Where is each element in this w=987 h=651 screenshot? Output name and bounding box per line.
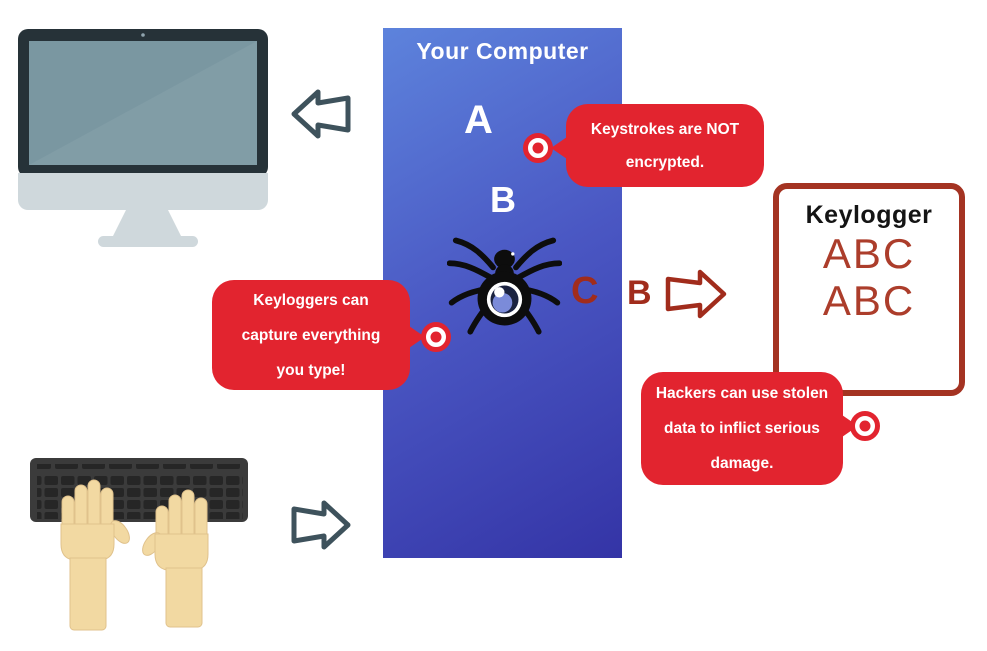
callout-text: capture everything — [241, 326, 381, 344]
arrow-left-icon — [291, 89, 351, 139]
callout-pointer — [551, 137, 567, 159]
spider-legs — [447, 237, 562, 335]
captured-letter-b: B — [627, 274, 652, 312]
monitor-icon — [18, 29, 268, 247]
monitor-chin — [18, 173, 268, 210]
callout-text: data to inflict serious — [664, 420, 820, 437]
left-hand-icon — [60, 479, 130, 631]
keylogger-title: Keylogger — [805, 201, 933, 229]
callout-keystrokes: Keystrokes are NOT encrypted. — [551, 104, 764, 187]
keyboard-top-row — [37, 464, 243, 472]
keystroke-letter-a: A — [464, 98, 493, 142]
monitor-base — [98, 236, 198, 247]
spider-head — [494, 249, 515, 269]
callout-text: Keystrokes are NOT — [590, 120, 740, 138]
callout-text: damage. — [710, 455, 774, 472]
callout-hackers: Hackers can use stolen data to inflict s… — [641, 372, 858, 485]
monitor-stand — [112, 210, 182, 238]
captured-letter-c: C — [571, 270, 599, 312]
callout-text: encrypted. — [625, 153, 705, 171]
callout-pointer — [409, 326, 425, 348]
captured-text-line: ABC — [822, 230, 916, 277]
spider-icon — [447, 237, 562, 335]
panel-title: Your Computer — [416, 38, 589, 64]
right-hand-icon — [142, 489, 209, 628]
target-marker-icon — [523, 133, 553, 163]
screen-glare — [29, 41, 257, 165]
captured-text-line: ABC — [822, 277, 916, 324]
arrow-right-icon — [291, 500, 351, 550]
keylogger-box: Keylogger ABC ABC — [773, 183, 965, 396]
orb-iris-blue — [492, 292, 513, 313]
keystroke-letter-b: B — [490, 179, 516, 220]
head-highlight — [511, 252, 515, 256]
orb-highlight — [494, 287, 505, 298]
callout-capture: Keyloggers can capture everything you ty… — [212, 280, 425, 390]
camera-dot-icon — [141, 33, 145, 37]
callout-text: Hackers can use stolen — [655, 385, 829, 402]
keyboard-icon — [30, 458, 248, 631]
target-marker-icon — [850, 411, 880, 441]
callout-text: Keyloggers can — [253, 291, 369, 309]
arrow-to-keylogger-icon — [665, 269, 727, 319]
monitor-screen — [29, 41, 257, 165]
target-marker-icon — [421, 322, 451, 352]
callout-text: you type! — [276, 361, 346, 379]
